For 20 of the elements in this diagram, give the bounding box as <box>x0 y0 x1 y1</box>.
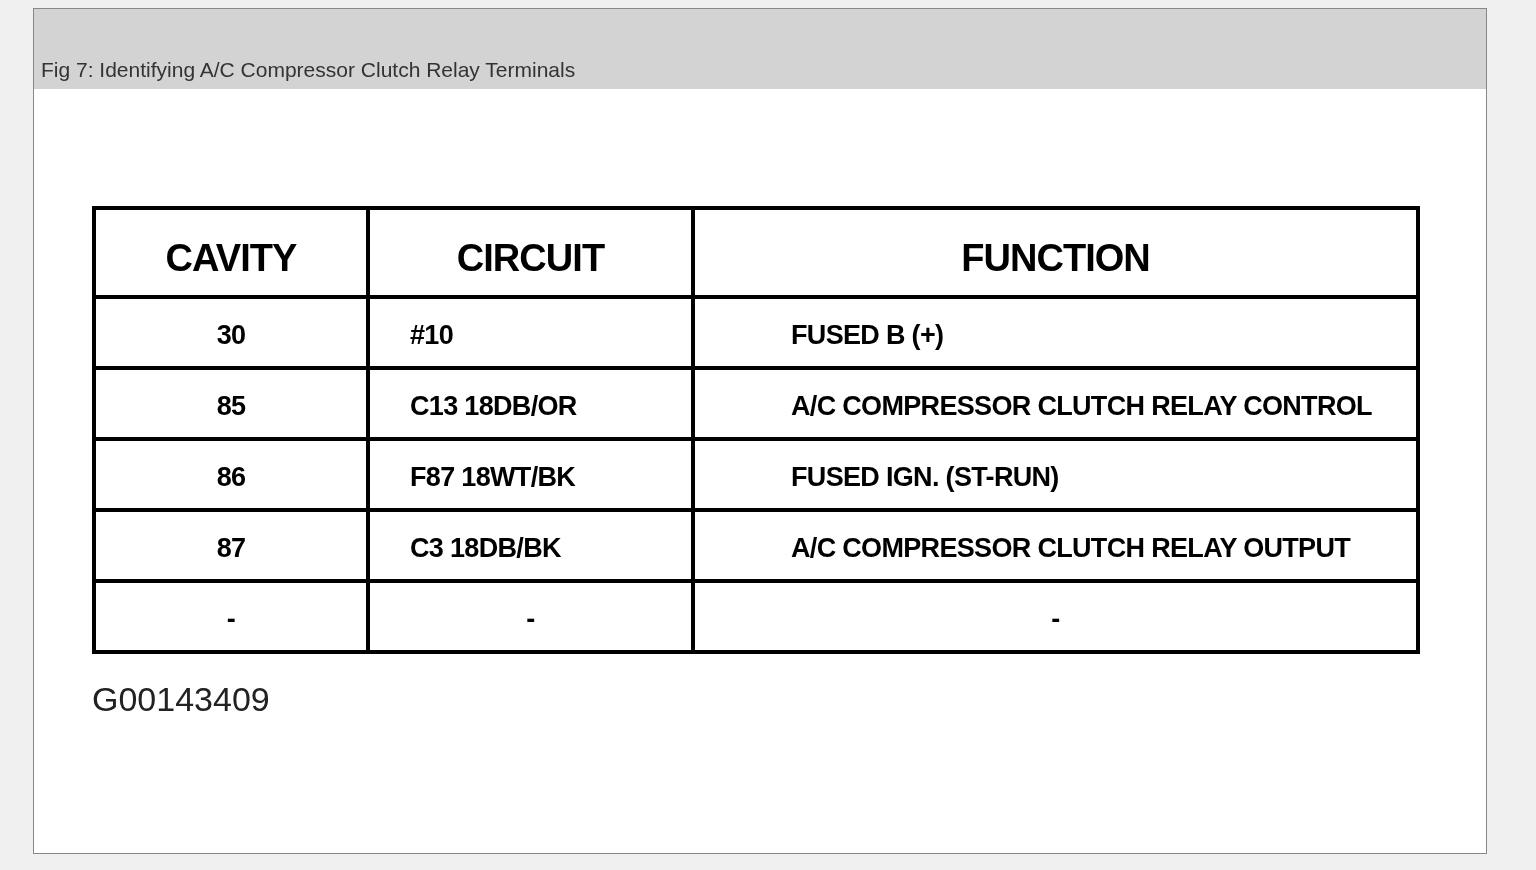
table-cell-text: FUSED IGN. (ST-RUN) <box>791 461 1059 495</box>
figure-title: Fig 7: Identifying A/C Compressor Clutch Relay Terminals <box>41 56 576 83</box>
table-cell-text: C3 18DB/BK <box>410 532 561 566</box>
column-header: CIRCUIT <box>456 236 605 281</box>
table-cell-text: 30 <box>216 319 246 353</box>
table-cell-text: - <box>226 603 236 637</box>
table-cell-text: - <box>526 603 535 637</box>
figure-code: G00143409 <box>92 679 270 720</box>
table-cell-text: A/C COMPRESSOR CLUTCH RELAY OUTPUT <box>791 532 1351 566</box>
table-cell-text: C13 18DB/OR <box>410 390 577 424</box>
column-header: CAVITY <box>165 236 297 281</box>
table-cell-text: FUSED B (+) <box>791 319 944 353</box>
table-cell-text: #10 <box>410 319 454 353</box>
table-cell-text: 85 <box>216 390 246 424</box>
table-cell-text: A/C COMPRESSOR CLUTCH RELAY CONTROL <box>791 390 1372 424</box>
table-cell-text: 87 <box>216 532 246 566</box>
column-header: FUNCTION <box>961 236 1150 281</box>
table-cell-text: - <box>1051 603 1060 637</box>
table-cell-text: F87 18WT/BK <box>410 461 576 495</box>
table-cell-text: 86 <box>216 461 246 495</box>
